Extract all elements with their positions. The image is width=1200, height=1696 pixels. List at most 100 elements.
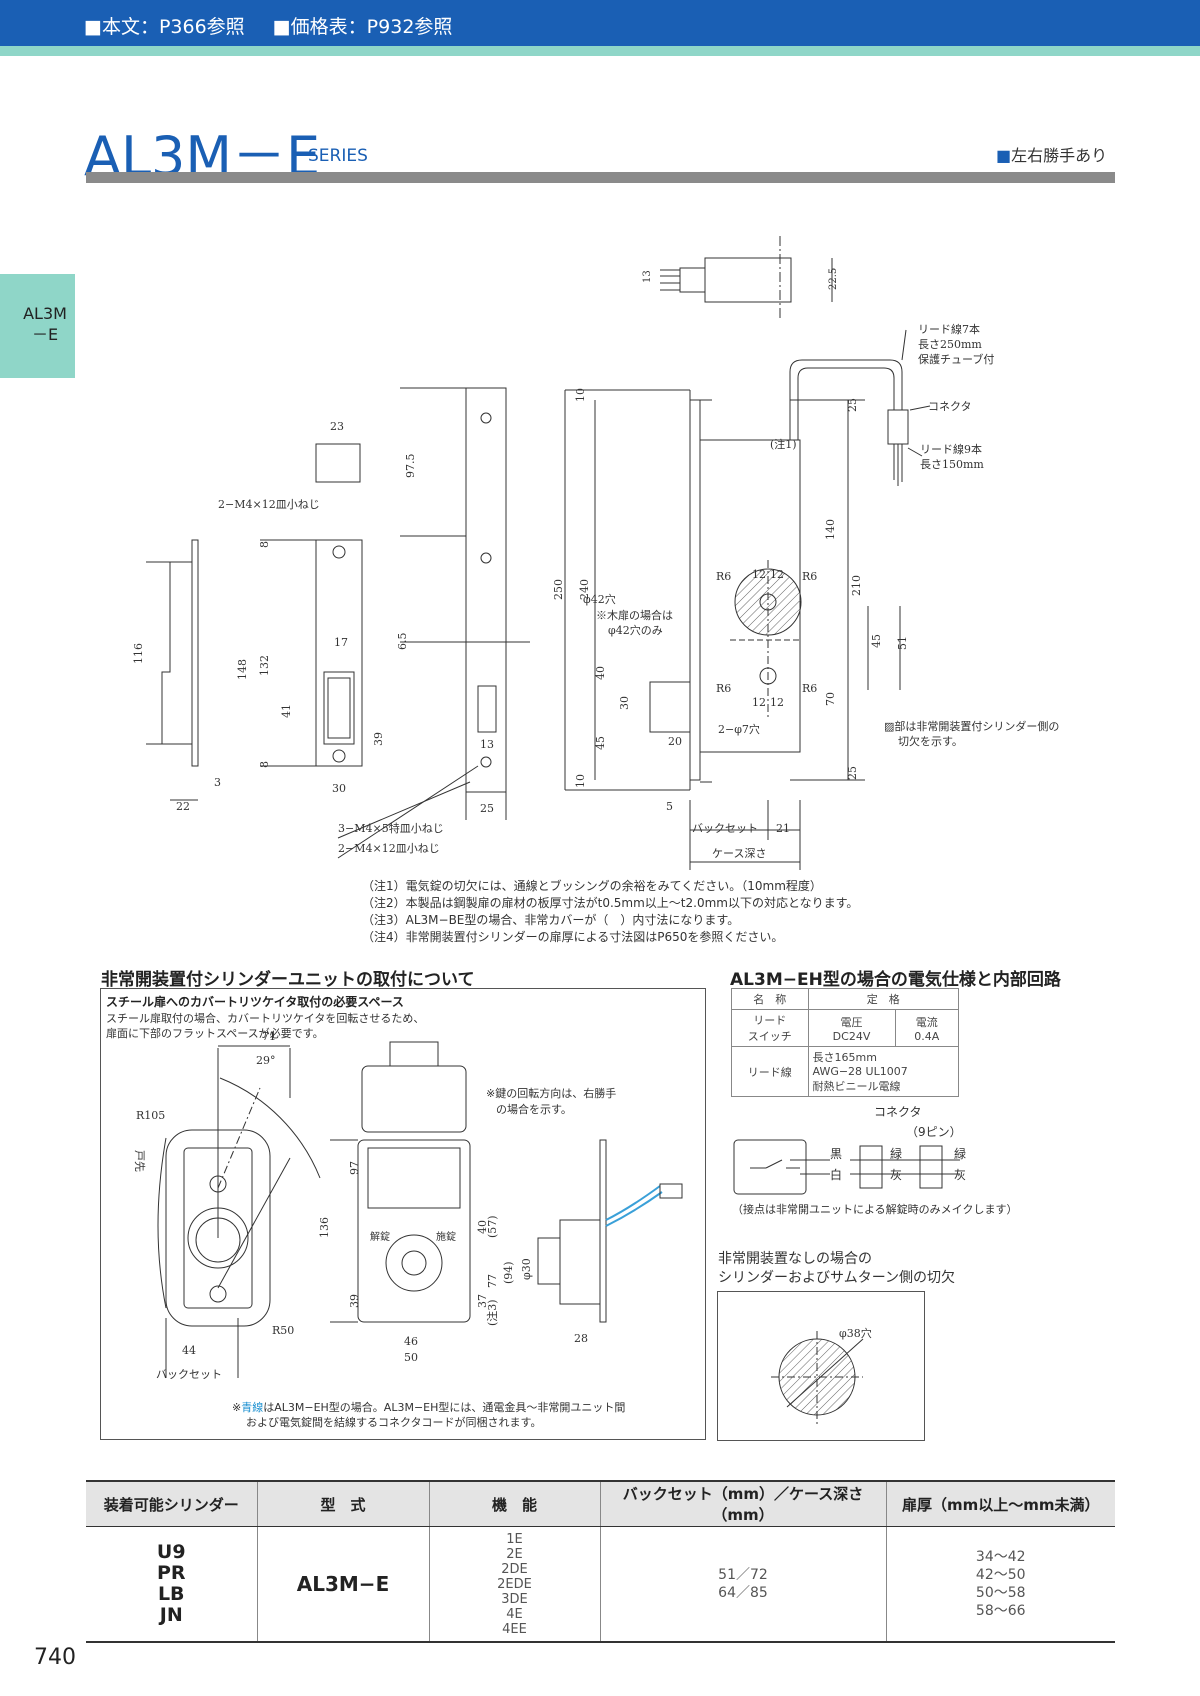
strike-side-view [146,539,199,801]
reed-label-1: リード [753,1014,787,1027]
dim-r50: R50 [272,1324,294,1337]
dim-44: 44 [182,1344,196,1357]
function-1e: 1E [506,1531,523,1547]
backset-64: 64／85 [718,1585,768,1601]
function-2e: 2E [506,1546,523,1562]
col-model: 型 式 [256,1480,430,1527]
dim-12-b: 12 [770,568,784,581]
dim-20: 20 [668,735,682,748]
dim-51: 51 [896,636,909,650]
dim-12-a: 12 [752,568,766,581]
rotation-note-1: ※鍵の回転方向は、右勝手 [486,1087,617,1100]
dim-70: 70 [824,692,837,706]
wire-white: 白 [830,1167,842,1182]
wire-gray-2: 灰 [954,1168,966,1182]
dim-22-5: 22.5 [828,268,839,290]
dim-r6-c: R6 [716,682,731,695]
len150-label: 長さ150mm [920,458,984,471]
emergency-unit-side [537,1139,683,1323]
dim-13-top: 13 [642,270,653,283]
internal-circuit-diagram: 黒 白 緑 灰 緑 灰 コネクタ （9ピン） [733,1105,966,1195]
backset-label: バックセット [692,822,758,835]
dim-250: 250 [552,579,565,600]
dim-12-d: 12 [770,696,784,709]
dim-40-b: 40 [476,1220,489,1234]
dim-3: 3 [214,776,221,789]
tube-label: 保護チューブ付 [918,352,994,366]
side-index-tab[interactable] [0,274,75,378]
pin-count: （9ピン） [906,1125,962,1139]
header-bar [0,0,1200,46]
dim-50: 50 [404,1351,418,1364]
dim-8-a: 8 [258,541,271,548]
series-label: SERIES [308,146,368,166]
dim-71: 71 [262,1030,276,1043]
note1-tag: (注1) [770,437,797,451]
dim-r6-a: R6 [716,570,731,583]
rotation-note-2: の場合を示す。 [496,1103,572,1116]
dim-10-b: 10 [574,774,587,788]
dim-148: 148 [236,659,249,680]
screw2-label: 3−M4×5特皿小ねじ [338,821,444,835]
lead-wires [789,329,931,486]
cell-backsets: 51／72 64／85 [599,1526,887,1643]
function-4ee: 4EE [502,1621,527,1637]
hatch-note2: 切欠を示す。 [898,734,963,748]
spec-lead-wire: リード線 [731,1046,809,1097]
wood-note2: φ42穴のみ [608,623,663,637]
hole42-label: φ42穴 [583,592,616,606]
lock-label: 施錠 [436,1230,456,1243]
angle-29: 29° [256,1054,276,1067]
note-2: （注2）本製品は鋼製扉の扉材の板厚寸法がt0.5mm以上～t2.0mm以下の対応… [362,896,859,910]
col-cylinder: 装着可能シリンダー [86,1480,258,1527]
dim-r105: R105 [136,1109,165,1122]
lead-insulation: 耐熱ビニール電線 [812,1080,901,1093]
voltage-label: 電圧 [840,1015,863,1029]
hatch-note1: ▨部は非常開装置付シリンダー側の [884,719,1059,733]
case-side-view [564,389,901,870]
dim-140: 140 [824,519,837,540]
dim-136: 136 [318,1217,331,1238]
dim-28: 28 [574,1332,588,1345]
reed-label-2: スイッチ [747,1030,792,1043]
title-divider [86,172,1115,183]
side-tab-line2: －E [31,325,59,344]
price-ref-link[interactable]: ■価格表：P932参照 [272,16,453,38]
hand-note-text: 左右勝手あり [1011,146,1108,165]
hand-note: ■左右勝手あり [996,142,1107,166]
col-backset: バックセット（mm）／ケース深さ（mm） [599,1480,887,1527]
voltage-value: DC24V [832,1029,871,1043]
connector-label: コネクタ [928,400,972,413]
dim-240: 240 [578,579,591,600]
dim-r6-d: R6 [802,682,817,695]
strike-plate-view [260,443,363,767]
dim-5: 5 [666,800,673,813]
function-4e: 4E [506,1606,523,1622]
product-table: 装着可能シリンダー 型 式 機 能 バックセット（mm）／ケース深さ（mm） 扉… [86,1480,1115,1643]
function-2ede: 2EDE [497,1576,532,1592]
connector-label-2: コネクタ [874,1105,922,1119]
dim-6-5: 6.5 [396,633,409,651]
dim-45-b: 45 [870,634,883,648]
screw1-label: 2−M4×12皿小ねじ [218,498,320,511]
cylinder-unit-panel [100,988,706,1440]
dim-39: 39 [372,732,385,746]
side-index-label: AL3M －E [20,303,70,345]
lead-awg: AWG−28 UL1007 [812,1065,908,1078]
dim-8-b: 8 [258,761,271,768]
col-function: 機 能 [428,1480,601,1527]
cutout-drawing: φ38穴 [771,1326,872,1425]
footnote-line-1: ※青線はAL3M−EH型の場合。AL3M−EH型には、通電金具〜非常開ユニット間 [232,1399,625,1415]
cutout-panel [717,1291,925,1441]
panel-desc-1: スチール扉取付の場合、カバートリツケイタを回転させるため、 [106,1012,425,1025]
cover-plate-view [157,1045,321,1378]
dim-41: 41 [280,704,293,718]
dim-r6-b: R6 [802,570,817,583]
body-ref-link[interactable]: ■本文：P366参照 [84,16,245,38]
backset-51: 51／72 [718,1567,768,1583]
footnote-text-b: はAL3M−EH型の場合。AL3M−EH型には、通電金具〜非常開ユニット間 [263,1401,626,1414]
dim-46: 46 [404,1335,418,1348]
screw3-label: 2−M4×12皿小ねじ [338,842,440,855]
